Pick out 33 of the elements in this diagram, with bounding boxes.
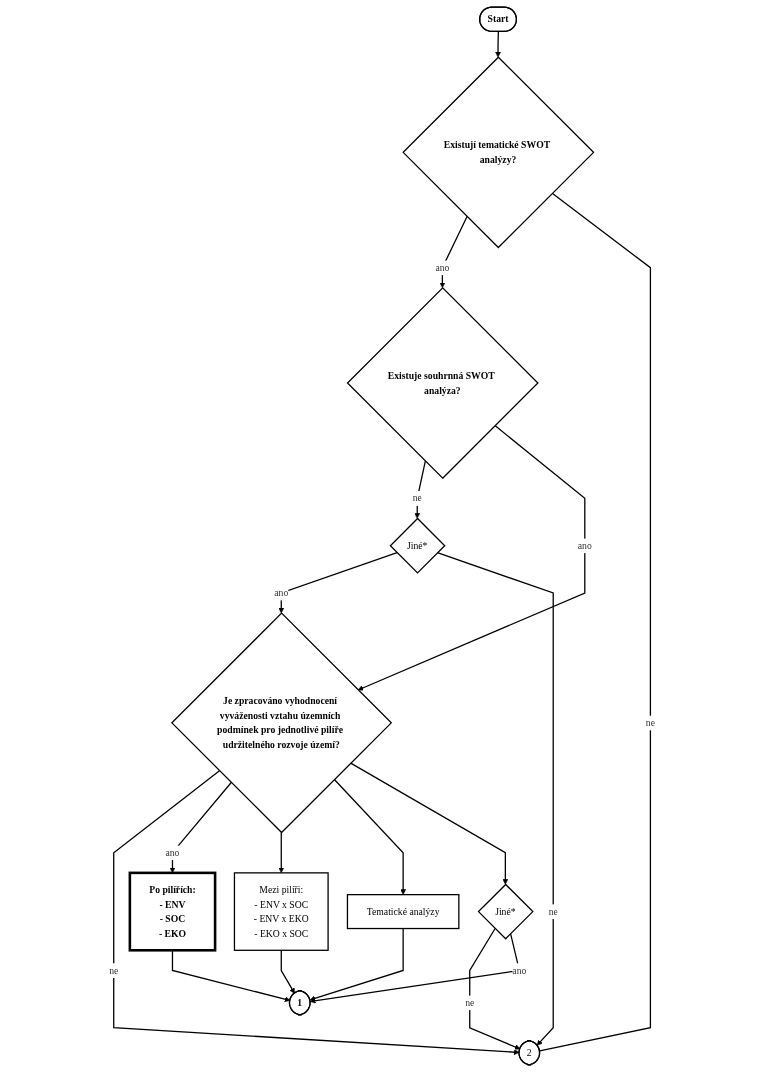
arrow [350, 762, 509, 885]
edge-label: ano [435, 262, 450, 273]
arrow [439, 215, 468, 289]
node-diamond: Existují tematické SWOT analýzy? [402, 56, 595, 249]
arrow [414, 460, 426, 519]
edge-label: ano [577, 540, 592, 551]
arrow [495, 31, 501, 58]
edge-label: ne [109, 965, 119, 976]
node-box: Po pilířích: - ENV - SOC - EKO [128, 871, 217, 952]
node-diamond: Existuje souhrnná SWOT analýza? [346, 286, 539, 480]
node-diamond: Jiné* [389, 517, 446, 574]
edge-label: ano [274, 587, 289, 598]
edge-label: ano [165, 847, 180, 858]
node-diamond: Jiné* [477, 883, 534, 940]
edge-label: ano [512, 965, 527, 976]
edge-label: ne [645, 717, 655, 728]
arrow [278, 552, 398, 614]
arrow [309, 932, 521, 1004]
arrow [278, 831, 285, 874]
arrow [469, 927, 521, 1050]
arrow [357, 424, 586, 691]
connector [539, 192, 651, 1052]
arrow [280, 949, 295, 994]
edge-label: ne [548, 906, 558, 917]
node-box: Mezi pilíři: - ENV x SOC - ENV x EKO - EKO x SOC [233, 872, 329, 951]
arrow [113, 770, 520, 1055]
edge-label: ne [412, 493, 422, 504]
edge-label: ne [465, 997, 475, 1008]
node-diamond: Je zpracováno vyhodnocení vyváženosti vztahu územních podmínek pro jednotlivé pilíře udržitelného rozvoje území? [170, 612, 393, 834]
arrow [436, 552, 554, 1046]
node-box: Tematické analýzy [346, 894, 460, 930]
arrow [333, 778, 406, 895]
arrow [309, 927, 404, 1002]
